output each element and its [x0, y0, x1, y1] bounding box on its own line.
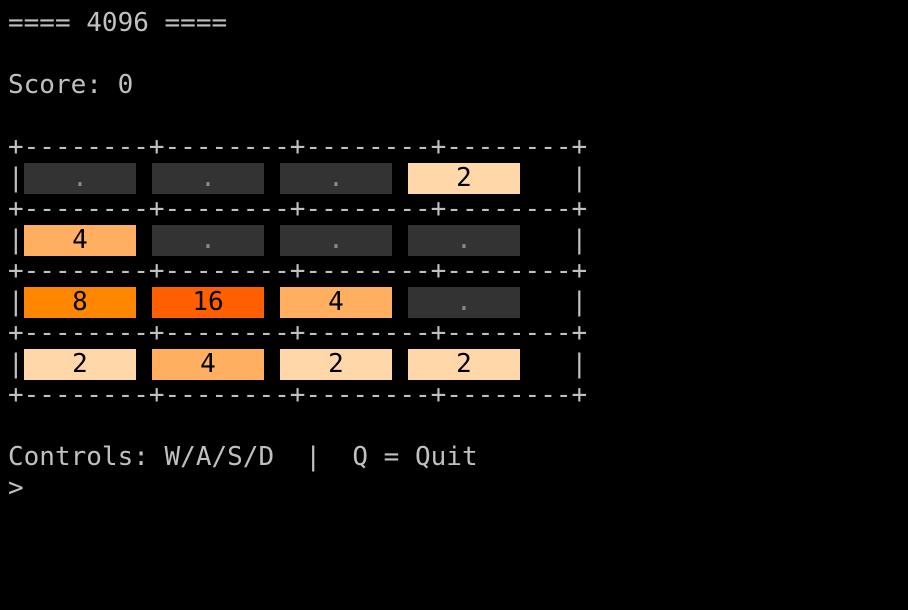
board-border: +--------+--------+--------+--------+ — [8, 256, 588, 286]
controls-help: Controls: W/A/S/D | Q = Quit — [8, 442, 478, 472]
empty-tile: . — [408, 287, 520, 318]
empty-tile: . — [408, 225, 520, 256]
tile: 2 — [24, 349, 136, 380]
tile: 2 — [280, 349, 392, 380]
command-prompt[interactable]: > — [8, 473, 24, 503]
empty-tile: . — [152, 163, 264, 194]
empty-tile: . — [24, 163, 136, 194]
tile: 16 — [152, 287, 264, 318]
game-title: ==== 4096 ==== — [8, 8, 228, 38]
score-display: Score: 0 — [8, 70, 134, 100]
empty-tile: . — [152, 225, 264, 256]
tile: 2 — [408, 163, 520, 194]
tile: 4 — [152, 349, 264, 380]
empty-tile: . — [280, 163, 392, 194]
tile: 2 — [408, 349, 520, 380]
empty-tile: . — [280, 225, 392, 256]
board-border: +--------+--------+--------+--------+ — [8, 132, 588, 162]
board-border: +--------+--------+--------+--------+ — [8, 380, 588, 410]
tile: 8 — [24, 287, 136, 318]
tile: 4 — [24, 225, 136, 256]
tile: 4 — [280, 287, 392, 318]
board-border: +--------+--------+--------+--------+ — [8, 318, 588, 348]
board-border: +--------+--------+--------+--------+ — [8, 194, 588, 224]
